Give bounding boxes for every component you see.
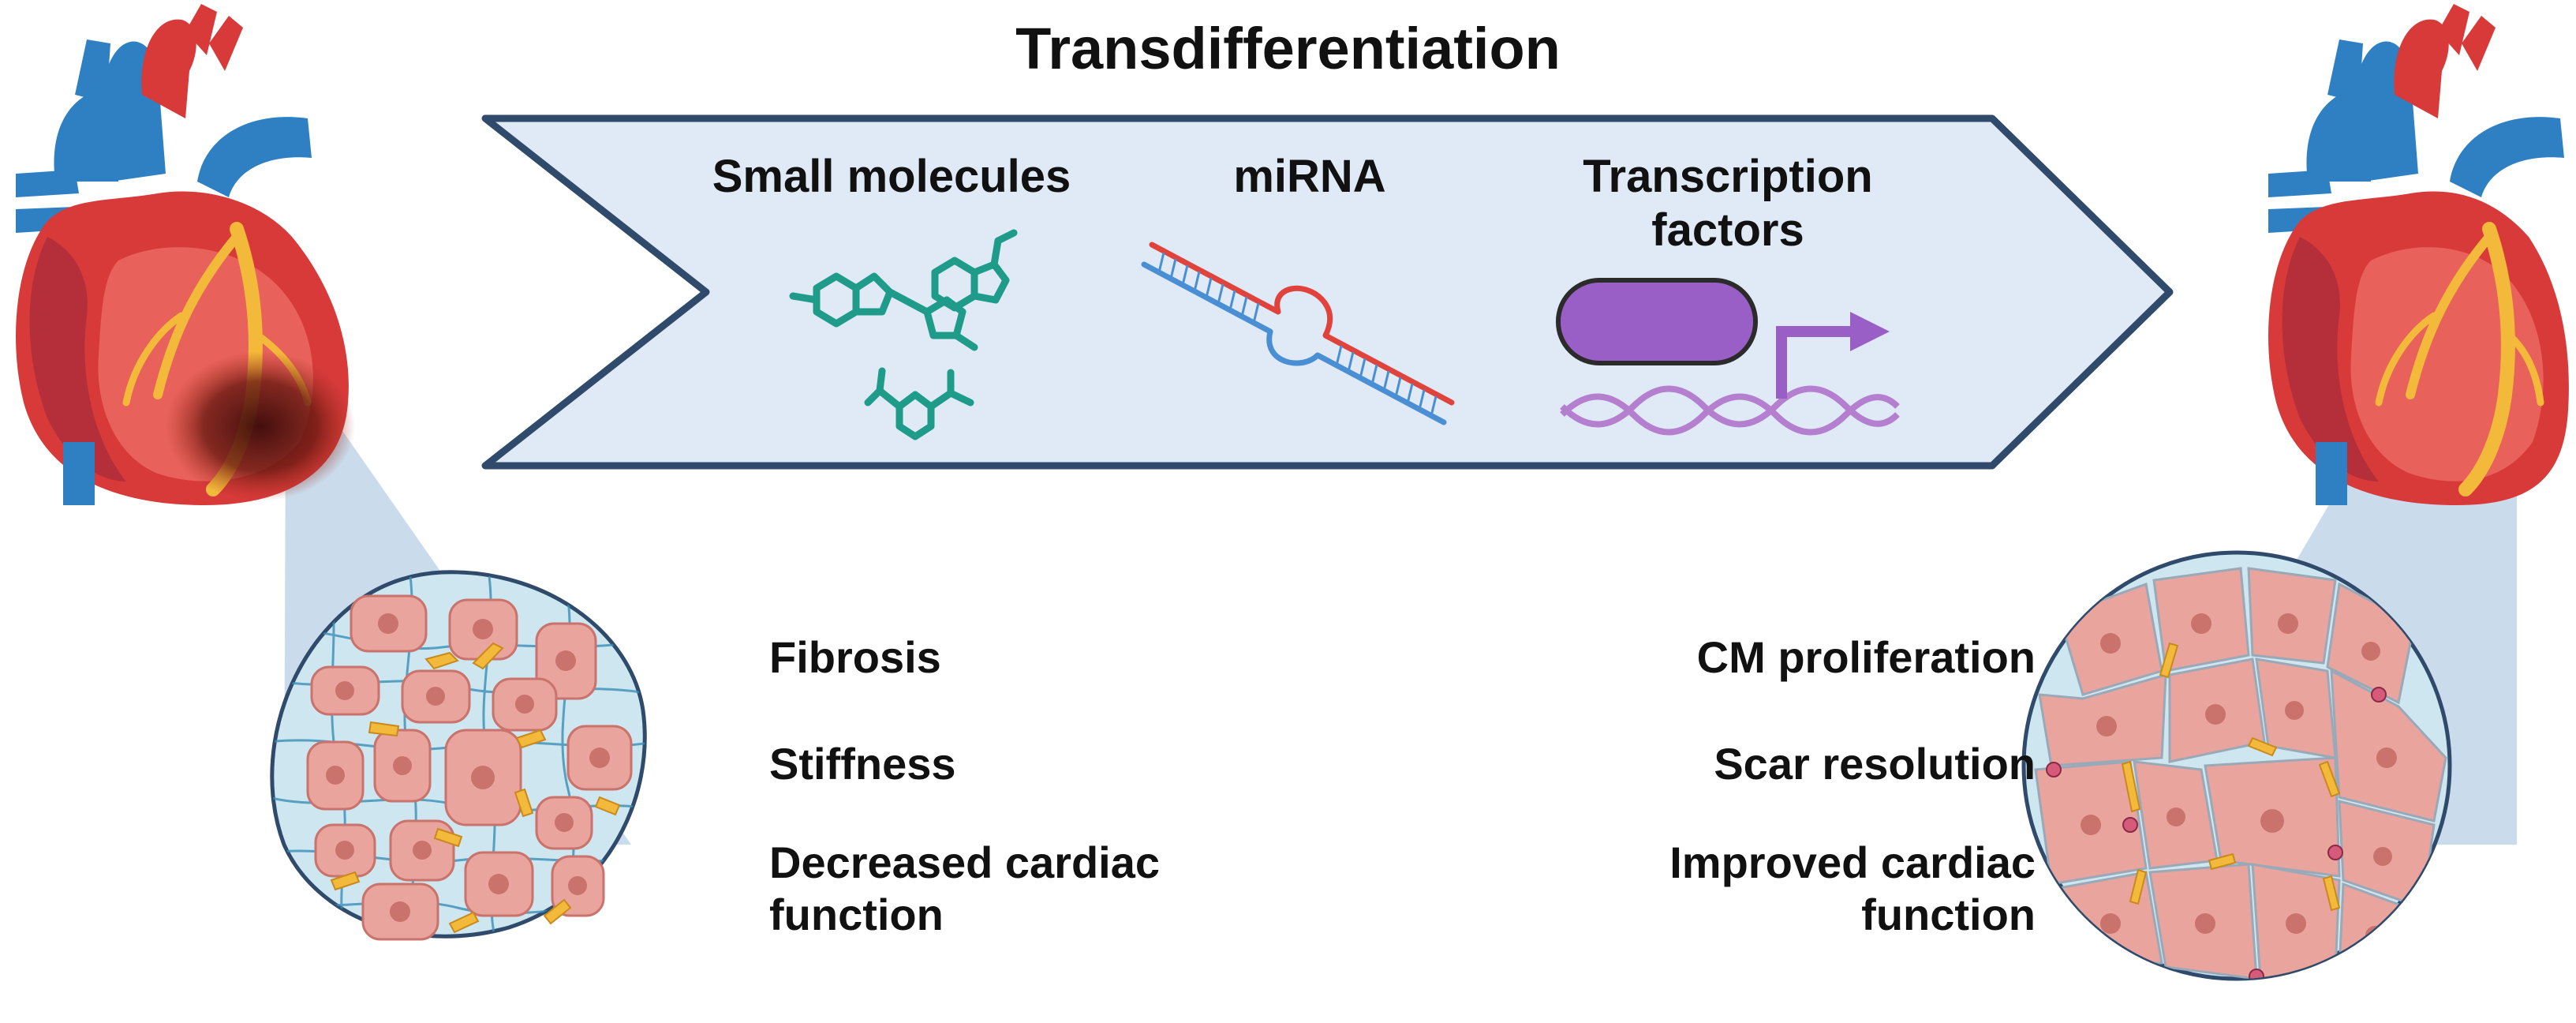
transdifferentiation-arrow	[481, 114, 2174, 470]
figure-title: Transdifferentiation	[1015, 16, 1561, 81]
transcription-factor-dna-icon	[1556, 278, 1900, 436]
small-molecules-label: Small molecules	[712, 151, 1071, 202]
left-effect-stiffness: Stiffness	[769, 739, 956, 789]
healed-heart-icon	[2268, 4, 2569, 505]
fibrotic-tissue-icon	[270, 570, 647, 941]
right-effect-improved-function: Improved cardiac function	[1669, 838, 2036, 940]
mirna-hairpin-icon	[1141, 242, 1455, 425]
left-effect-fibrosis: Fibrosis	[769, 632, 941, 682]
mirna-label: miRNA	[1233, 151, 1386, 202]
right-effect-cm-proliferation: CM proliferation	[1696, 632, 2036, 682]
small-molecule-icon	[789, 229, 1018, 440]
injured-heart-icon	[16, 4, 355, 505]
left-effect-decreased-function: Decreased cardiac function	[769, 838, 1161, 940]
right-effect-scar-resolution: Scar resolution	[1714, 739, 2036, 789]
regenerated-tissue-icon	[2021, 550, 2452, 981]
transcription-factors-label: Transcription factors	[1583, 151, 1873, 257]
infarct-scar	[166, 351, 355, 501]
